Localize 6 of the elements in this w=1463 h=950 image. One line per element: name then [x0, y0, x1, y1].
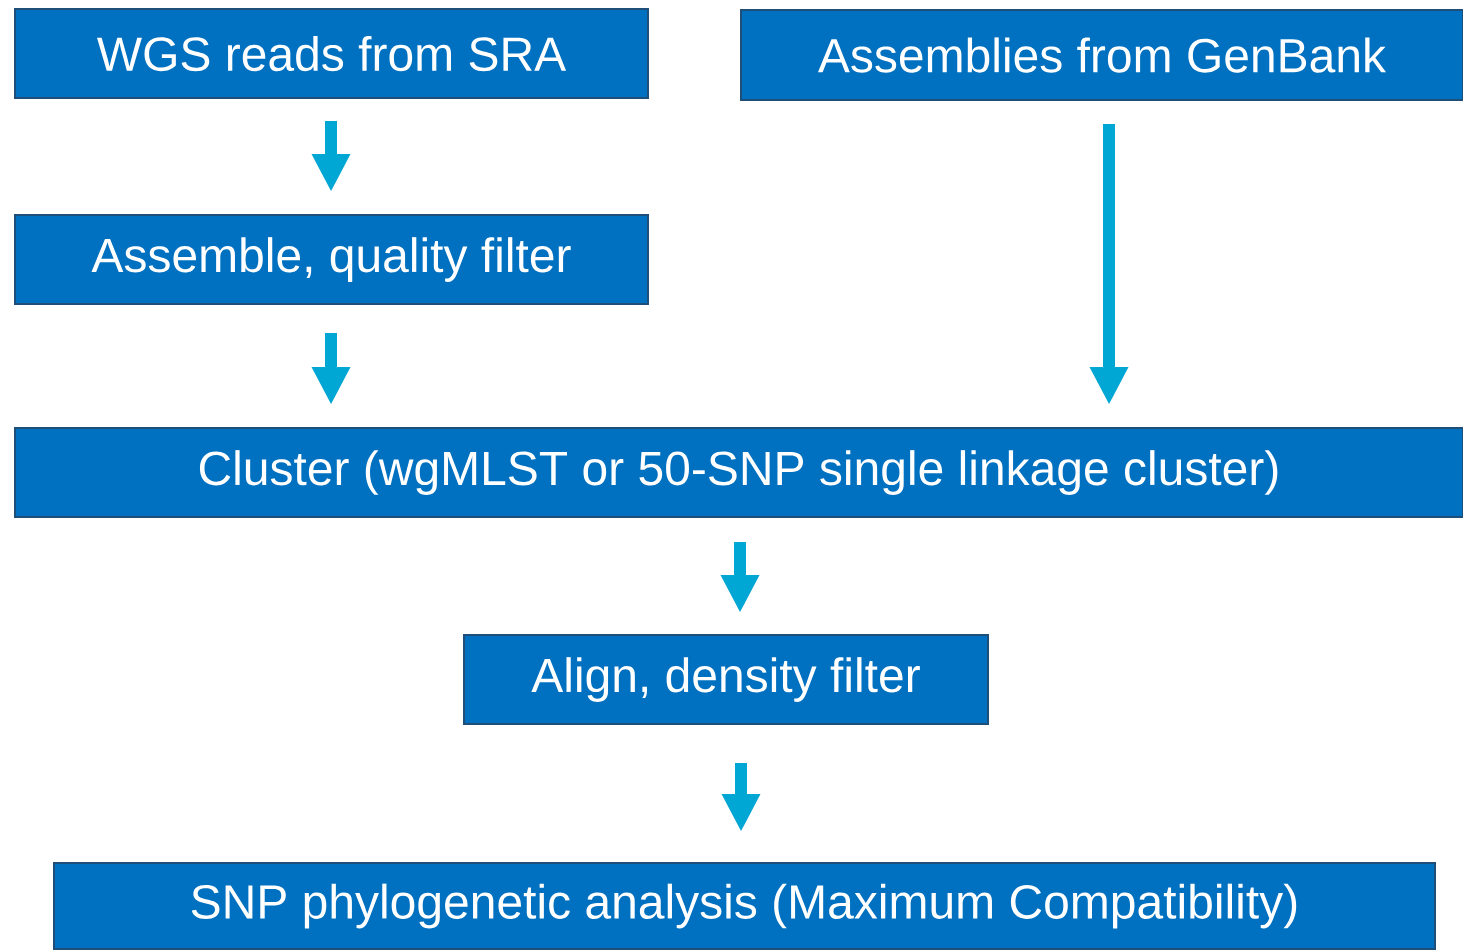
- process-box: WGS reads from SRA: [14, 8, 649, 99]
- process-box: Align, density filter: [463, 634, 989, 725]
- process-box: SNP phylogenetic analysis (Maximum Compatibility): [53, 862, 1436, 950]
- process-box: Assemble, quality filter: [14, 214, 649, 305]
- process-box: Assemblies from GenBank: [740, 9, 1463, 101]
- process-box: Cluster (wgMLST or 50-SNP single linkage cluster): [14, 427, 1463, 518]
